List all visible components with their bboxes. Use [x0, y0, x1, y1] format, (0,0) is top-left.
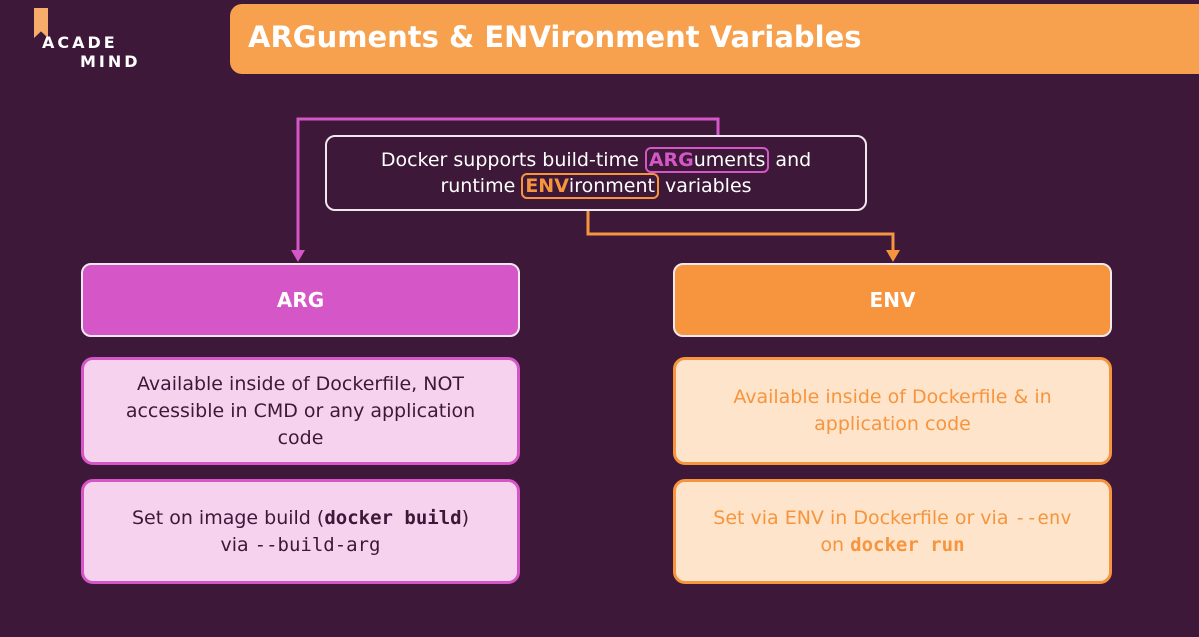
arg-availability-card: Available inside of Dockerfile, NOT acce…	[81, 357, 520, 465]
env-set-text: Set via ENV in Dockerfile or via --env o…	[713, 505, 1071, 559]
arg-keyword: ARG	[648, 149, 694, 171]
academind-logo: ACADE MIND	[34, 8, 154, 78]
statement-text: runtime	[440, 175, 522, 197]
statement-line-1: Docker supports build-time ARGuments and	[327, 147, 865, 173]
arg-availability-text: Available inside of Dockerfile, NOT acce…	[125, 372, 476, 449]
title-bar: ARGuments & ENVironment Variables	[230, 4, 1199, 74]
env-keyword: ENV	[525, 175, 569, 197]
statement-text: variables	[658, 175, 752, 197]
env-flag: --env	[1014, 506, 1072, 529]
build-arg-flag: --build-arg	[254, 533, 381, 556]
env-header: ENV	[673, 263, 1112, 337]
arg-header: ARG	[81, 263, 520, 337]
docker-build-command: docker build	[324, 506, 462, 529]
slide-title: ARGuments & ENVironment Variables	[248, 20, 862, 54]
arg-set-prefix: Set on image build (	[131, 506, 325, 529]
statement-text: and	[769, 149, 812, 171]
arg-set-suffix: )	[461, 506, 470, 529]
main-statement-box: Docker supports build-time ARGuments and…	[325, 135, 867, 211]
docker-run-command: docker run	[850, 533, 965, 556]
arg-connector-line	[296, 117, 720, 252]
env-highlight: ENVironment	[521, 173, 659, 199]
arg-via-text: via	[220, 533, 255, 556]
logo-line-1: ACADE	[42, 33, 118, 52]
env-availability-card: Available inside of Dockerfile & in appl…	[673, 357, 1112, 465]
env-connector-line	[586, 207, 895, 252]
env-on-text: on	[820, 533, 851, 556]
env-set-prefix: Set via ENV in Dockerfile or via	[713, 506, 1015, 529]
arg-set-text: Set on image build (docker build) via --…	[132, 505, 469, 559]
logo-flag-icon	[34, 8, 48, 38]
env-set-card: Set via ENV in Dockerfile or via --env o…	[673, 479, 1112, 584]
arg-highlight: ARGuments	[644, 147, 770, 173]
env-keyword-rest: ironment	[568, 175, 655, 197]
arg-arrowhead-icon	[291, 250, 305, 262]
statement-line-2: runtime ENVironment variables	[327, 173, 865, 199]
env-arrowhead-icon	[886, 250, 900, 262]
logo-line-2: MIND	[80, 52, 141, 71]
arg-keyword-rest: uments	[693, 149, 766, 171]
statement-text: Docker supports build-time	[380, 149, 645, 171]
arg-set-card: Set on image build (docker build) via --…	[81, 479, 520, 584]
env-availability-text: Available inside of Dockerfile & in appl…	[733, 386, 1052, 435]
